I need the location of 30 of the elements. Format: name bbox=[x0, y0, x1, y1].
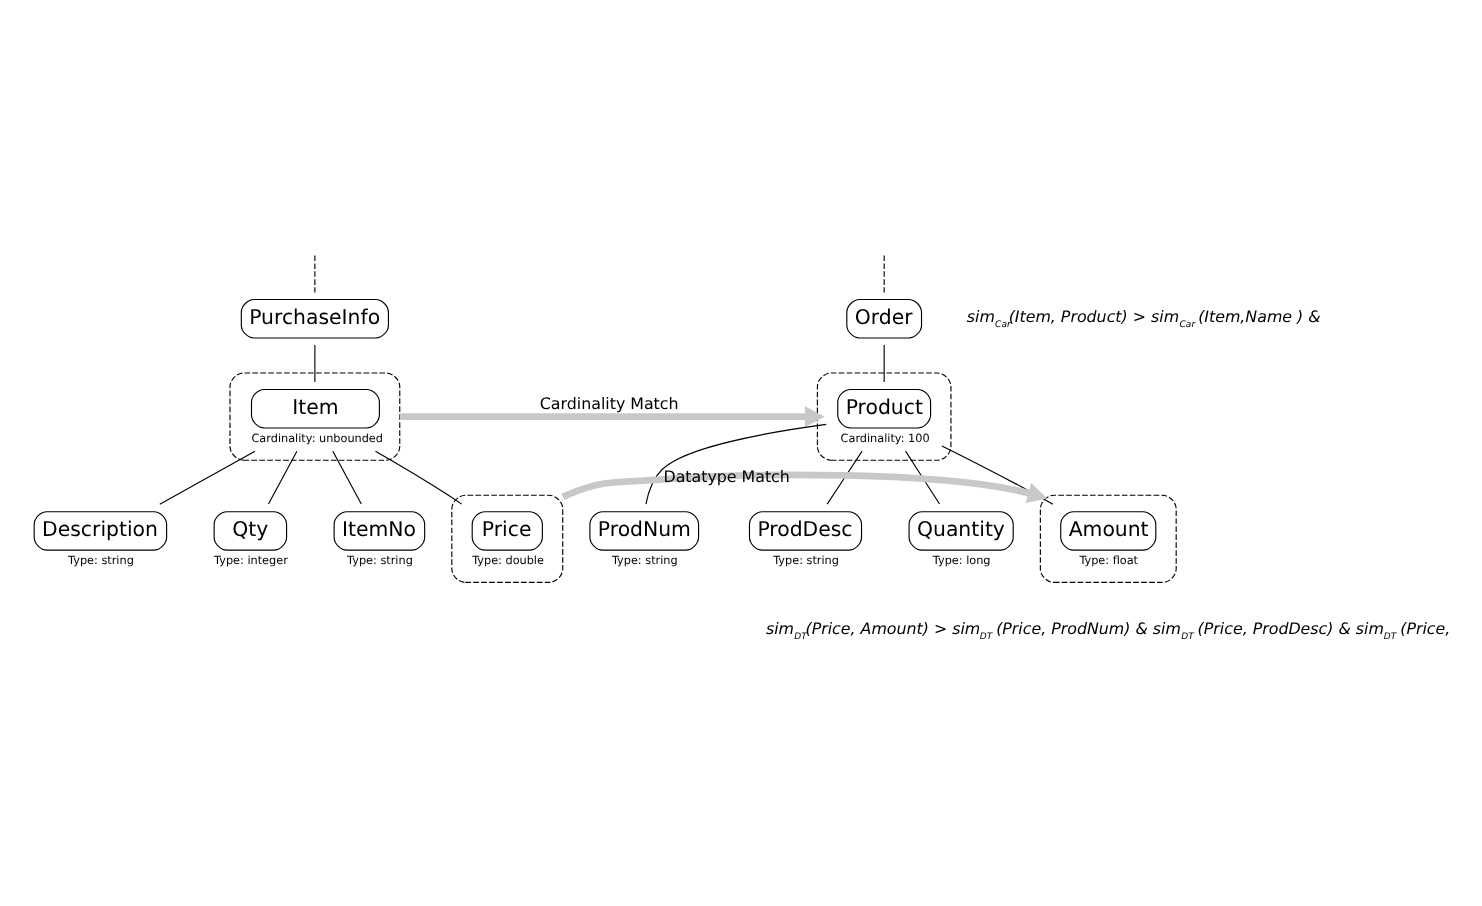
connector bbox=[883, 344, 885, 383]
arrow bbox=[399, 406, 825, 427]
node-box: Description bbox=[33, 511, 168, 551]
node-box: Price bbox=[471, 511, 543, 551]
connector bbox=[645, 423, 827, 505]
connector bbox=[905, 450, 941, 505]
cluster bbox=[1039, 494, 1177, 583]
arrow bbox=[561, 471, 1048, 503]
node-box: Product bbox=[837, 388, 932, 429]
cluster bbox=[229, 372, 401, 461]
cluster bbox=[816, 372, 952, 461]
connector bbox=[314, 254, 316, 294]
node-box: Quantity bbox=[908, 511, 1014, 551]
connector bbox=[374, 450, 463, 505]
connector bbox=[267, 450, 298, 505]
node-box: Item bbox=[250, 388, 380, 429]
node-box: ItemNo bbox=[333, 511, 426, 551]
node-box: PurchaseInfo bbox=[240, 298, 389, 339]
node-box: Order bbox=[846, 298, 923, 339]
connector bbox=[826, 450, 863, 505]
connector bbox=[332, 450, 362, 505]
connector bbox=[941, 445, 1054, 505]
node-box: Qty bbox=[213, 511, 288, 551]
connector bbox=[314, 344, 316, 383]
node-box: ProdDesc bbox=[748, 511, 863, 551]
node-box: ProdNum bbox=[589, 511, 700, 551]
node-box: Amount bbox=[1060, 511, 1157, 551]
connector bbox=[883, 254, 885, 294]
cluster bbox=[451, 494, 564, 583]
connector bbox=[159, 450, 256, 505]
